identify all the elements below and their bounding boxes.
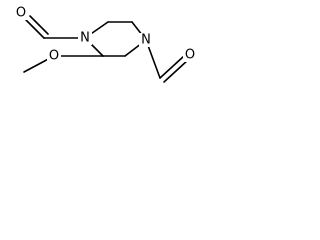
label-mask-n-bottom [139, 33, 153, 47]
label-mask-o-methoxy [47, 49, 61, 63]
bond-formyl-carbonyl-top-b [29, 15, 49, 35]
bond-formyl-carbon-oxygen-a [159, 55, 185, 79]
label-mask-n-top [78, 31, 92, 45]
label-mask-o-top [14, 6, 28, 20]
atom-oxygen-top: O [16, 6, 26, 21]
atom-nitrogen-top: N [80, 31, 90, 46]
chemical-structure-canvas: O N N O O [0, 0, 222, 92]
bond-formyl-carbonyl-top-a [25, 19, 45, 39]
label-mask-o-right [183, 48, 197, 62]
atom-oxygen-methoxy: O [49, 49, 59, 64]
molecule-diagram: O N N O O [14, 6, 197, 83]
bond-formyl-carbon-oxygen-b [163, 59, 189, 83]
atom-nitrogen-bottom: N [141, 33, 151, 48]
atom-oxygen-right: O [185, 48, 195, 63]
